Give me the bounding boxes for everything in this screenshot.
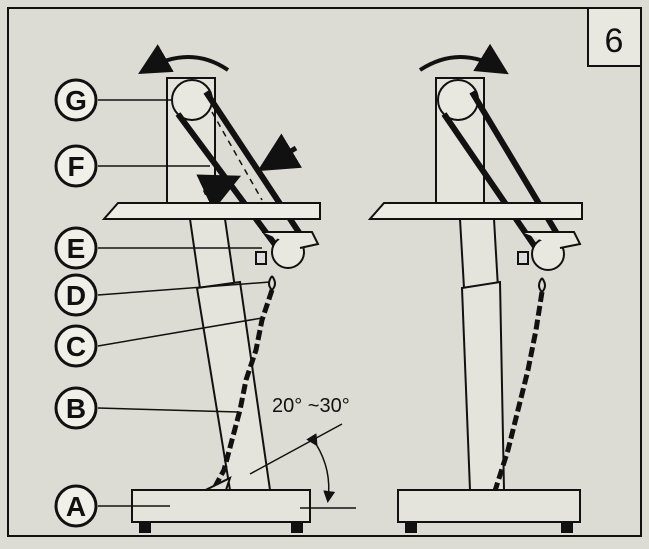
chain-rod bbox=[207, 289, 275, 498]
callout-circle bbox=[54, 273, 98, 317]
chain-hook bbox=[268, 275, 276, 292]
callout-b: B bbox=[54, 386, 98, 430]
callout-d: D bbox=[54, 273, 98, 317]
angle-label: 20° ~30° bbox=[272, 395, 350, 417]
step-number: 6 bbox=[605, 22, 624, 60]
callout-a: A bbox=[54, 484, 98, 528]
stand-upper-right bbox=[458, 218, 500, 289]
callout-letter: D bbox=[66, 280, 86, 311]
table-top-left bbox=[101, 202, 321, 220]
chain-rod-right bbox=[491, 291, 545, 495]
callout-circle bbox=[54, 226, 98, 270]
motor-bolt bbox=[255, 251, 267, 265]
callout-g: G bbox=[54, 78, 98, 122]
callout-letter: G bbox=[65, 85, 87, 116]
foot-3 bbox=[405, 521, 417, 533]
angle-arc bbox=[306, 433, 336, 503]
motor-bolt-right bbox=[517, 251, 529, 265]
angle-line-pedal bbox=[249, 423, 343, 475]
motor-bracket bbox=[262, 231, 320, 249]
foot-2 bbox=[291, 521, 303, 533]
rotation-arrow-right bbox=[418, 43, 509, 75]
right-machine bbox=[367, 43, 583, 533]
belt-left-right bbox=[441, 112, 543, 256]
base-right bbox=[397, 489, 581, 523]
callout-letter: B bbox=[66, 393, 86, 424]
tension-arrow-1 bbox=[257, 133, 303, 172]
leader-d bbox=[97, 281, 271, 296]
callout-circle bbox=[54, 484, 98, 528]
stand-upper bbox=[188, 218, 237, 289]
motor-bracket-right bbox=[522, 231, 582, 249]
tension-arrow-2 bbox=[196, 174, 242, 211]
callout-circle bbox=[54, 144, 98, 188]
rotation-arrow-left bbox=[138, 44, 230, 74]
leader-lines bbox=[97, 99, 271, 507]
stand-lower bbox=[195, 280, 272, 491]
callout-letter: F bbox=[67, 151, 84, 182]
foot-1 bbox=[139, 521, 151, 533]
step-number-box: 6 bbox=[587, 7, 642, 67]
chain-hook-right bbox=[538, 277, 546, 294]
callout-letter: E bbox=[67, 233, 86, 264]
callout-letter: A bbox=[66, 491, 86, 522]
leader-b bbox=[97, 407, 239, 413]
table-top-right bbox=[367, 202, 583, 220]
stand-lower-right bbox=[460, 280, 506, 491]
callout-circle bbox=[54, 78, 98, 122]
foot-4 bbox=[561, 521, 573, 533]
figure-frame bbox=[7, 7, 642, 537]
leader-c bbox=[97, 317, 263, 347]
callout-circle bbox=[54, 324, 98, 368]
callout-c: C bbox=[54, 324, 98, 368]
left-machine bbox=[101, 44, 356, 533]
callout-letter: C bbox=[66, 331, 86, 362]
callout-f: F bbox=[54, 144, 98, 188]
belt-tension-dashed bbox=[211, 111, 263, 201]
callout-circle bbox=[54, 386, 98, 430]
callout-e: E bbox=[54, 226, 98, 270]
